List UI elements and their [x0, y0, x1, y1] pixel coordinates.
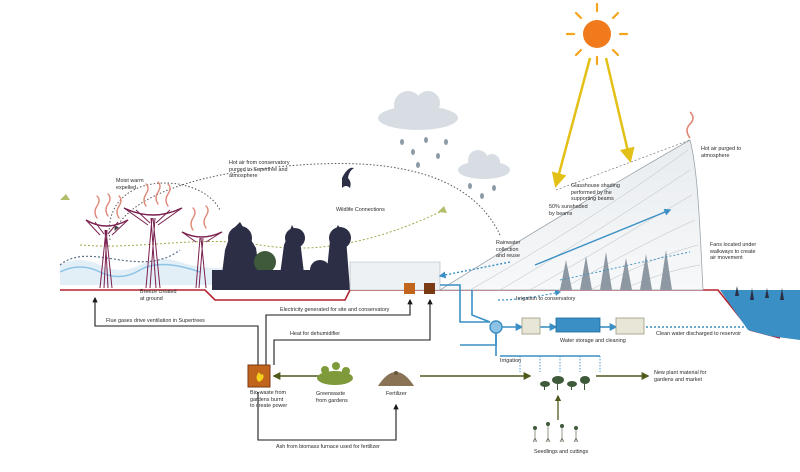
seedlings-plants-icon	[540, 376, 590, 390]
flue-gases-label: Flue gases drive ventilation in Supertre…	[106, 318, 205, 324]
greenwaste-pile-icon	[317, 362, 353, 385]
fan-airflow-line	[559, 251, 691, 281]
irrigation-label: Irrigation	[500, 358, 521, 364]
cuttings-roots-icon	[532, 422, 579, 443]
cleaning-tank-icon	[615, 317, 645, 335]
hot-air-flow	[114, 163, 501, 236]
background-waves	[60, 259, 230, 285]
hot-air-purge-arrow	[686, 111, 694, 139]
glasshouse-dome	[438, 139, 704, 291]
fertilizer-label: Fertilizer	[386, 391, 407, 397]
hot-air-purged-label: Hot air purged to atmosphere	[701, 146, 742, 159]
irrigation-conservatory-arrow	[497, 289, 562, 301]
biowaste-label: Bio-waste from gardens burnt to create p…	[250, 390, 288, 410]
sunlight-into-dome-arrow	[534, 208, 672, 266]
flue-gas-arrow	[92, 296, 259, 365]
irrigation-drip-lines	[519, 356, 601, 372]
dehumidifier-heat-arrow	[273, 298, 433, 365]
flame-icon	[256, 372, 264, 382]
sunshaded-label: 50% sunshaded by beams	[549, 204, 588, 217]
electricity-label: Electricity generated for site and conse…	[280, 307, 390, 313]
ash-label: Ash from biomass furnace used for fertil…	[276, 444, 380, 450]
rain-cloud-icon	[378, 91, 510, 179]
moist-air-flow	[108, 182, 221, 241]
greenwaste-label: Greenwaste from gardens	[316, 391, 348, 404]
reservoir-plants	[735, 286, 784, 300]
garden-foliage	[212, 222, 351, 290]
breeze-flow	[59, 249, 181, 266]
irrigation-conservatory-label: Irrigation to conservatory	[516, 296, 576, 302]
water-storage-label: Water storage and cleaning	[560, 338, 626, 344]
sunlight-arrow-left	[551, 57, 592, 188]
heat-dehumidifier-label: Heat for dehumidifier	[290, 331, 341, 337]
glasshouse-shading-label: Glasshouse shading performed by the supp…	[571, 183, 620, 203]
moist-air-label: Moist warm expelled	[116, 178, 144, 191]
seedlings-label: Seedlings and cuttings	[534, 449, 589, 455]
fans-label: Fans located under walkways to create ai…	[710, 242, 757, 262]
supertree-chimney-icon	[94, 181, 209, 231]
water-pipes	[440, 284, 618, 357]
leaf-bird-icon	[60, 194, 70, 200]
hot-air-conservatory-label: Hot air from conservatory purged to Supe…	[229, 160, 290, 180]
supertree-group	[85, 207, 223, 289]
electricity-arrow	[265, 298, 413, 365]
reservoir-water	[720, 290, 800, 340]
breeze-label: Breeze created at ground	[140, 289, 177, 302]
water-pump-icon	[489, 320, 503, 334]
ash-fertilizer-arrow	[257, 392, 399, 441]
furnace-unit-icon	[404, 283, 435, 294]
sun-icon	[565, 2, 629, 66]
raindrops-icon	[400, 137, 496, 199]
leaf-bird-icon	[438, 206, 447, 213]
glasshouse-internal-trees	[560, 250, 672, 290]
wave-line	[59, 263, 201, 278]
wildlife-connections-label: Wildlife Connections	[336, 207, 385, 213]
sunlight-arrow-right	[604, 57, 635, 163]
clean-water-label: Clean water discharged to reservoir	[656, 331, 742, 337]
water-storage-tank-icon	[555, 317, 601, 333]
fertilizer-pile-icon	[378, 371, 414, 386]
rainwater-label: Rainwater collection and reuse	[496, 240, 521, 260]
filter-tank-icon	[521, 317, 541, 335]
bird-icon	[342, 167, 354, 188]
glasshouse-beams	[469, 149, 701, 291]
new-plant-label: New plant material for gardens and marke…	[654, 370, 707, 383]
wildlife-connections-path	[79, 211, 441, 249]
